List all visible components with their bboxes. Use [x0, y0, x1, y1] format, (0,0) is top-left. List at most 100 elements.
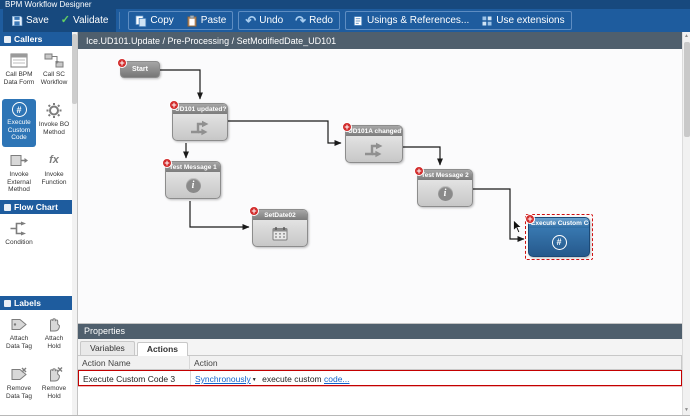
copy-button[interactable]: Copy [129, 13, 179, 29]
vertical-scrollbar[interactable]: ▲ ▼ [682, 32, 690, 415]
node-execute-custom-code[interactable]: + Execute Custom Co... # [528, 217, 590, 257]
sidebar-item-invoke-function[interactable]: fx Invoke Function [37, 149, 71, 197]
connector-testmessage1-setdate02 [190, 201, 249, 227]
item-label: Remove Data Tag [3, 385, 35, 400]
validate-label: Validate [73, 15, 108, 26]
window-title: BPM Workflow Designer [0, 0, 690, 9]
tab-actions[interactable]: Actions [137, 342, 188, 356]
item-label: Attach Hold [38, 335, 70, 350]
gear-icon [44, 102, 64, 119]
add-icon[interactable]: + [342, 122, 352, 132]
node-ud101-updated[interactable]: + UD101 updated? [172, 103, 228, 141]
save-button[interactable]: Save [5, 13, 55, 29]
sidebar-item-attach-data-tag[interactable]: Attach Data Tag [2, 313, 36, 361]
mouse-cursor-icon [512, 219, 523, 234]
validate-button[interactable]: ✓ Validate [55, 13, 115, 28]
action-row[interactable]: Execute Custom Code 3 Synchronously▼ exe… [78, 370, 682, 386]
column-header-action: Action [190, 356, 682, 370]
scrollbar-thumb[interactable] [684, 42, 690, 137]
toolbar-separator [119, 12, 120, 29]
connector-start-ud101updated [160, 70, 200, 99]
toolbar: Save ✓ Validate Copy Paste ↶ Undo [0, 9, 690, 32]
sidebar-item-invoke-bo-method[interactable]: Invoke BO Method [37, 99, 71, 147]
paste-button[interactable]: Paste [180, 13, 233, 29]
sidebar-item-invoke-external-method[interactable]: Invoke External Method [2, 149, 36, 197]
code-link[interactable]: code... [324, 374, 350, 384]
breadcrumb: Ice.UD101.Update / Pre-Processing / SetM… [78, 32, 682, 49]
node-setdate02[interactable]: + SetDate02 [252, 209, 308, 247]
add-icon[interactable]: + [117, 58, 127, 68]
section-header-flow-chart[interactable]: Flow Chart [0, 200, 77, 214]
sidebar-item-condition[interactable]: Condition [2, 217, 36, 265]
redo-button[interactable]: ↷ Redo [289, 13, 339, 28]
section-header-callers[interactable]: Callers [0, 32, 77, 46]
section-header-labels[interactable]: Labels [0, 296, 77, 310]
toolbar-left-group: Save ✓ Validate [3, 9, 116, 32]
external-method-icon [9, 152, 29, 169]
sidebar-item-execute-custom-code[interactable]: # Execute Custom Code [2, 99, 36, 147]
item-label: Invoke Function [38, 171, 70, 186]
validate-check-icon: ✓ [61, 15, 70, 26]
node-test-message-2[interactable]: + Test Message 2 i [417, 169, 473, 207]
action-text: execute custom [262, 374, 322, 384]
condition-icon [9, 220, 29, 237]
synchronously-dropdown[interactable]: Synchronously [195, 374, 251, 384]
item-label: Call SC Workflow [38, 71, 70, 86]
sidebar-item-call-bpm-data-form[interactable]: Call BPM Data Form [2, 49, 36, 97]
node-ud101a-changed[interactable]: + UD101A changed? [345, 125, 403, 163]
connector-ud101updated-ud101achanged [228, 121, 341, 143]
add-icon[interactable]: + [414, 166, 424, 176]
section-icon [4, 36, 11, 43]
add-icon[interactable]: + [169, 100, 179, 110]
hold-icon [44, 316, 64, 333]
item-label: Remove Hold [38, 385, 70, 400]
undo-button[interactable]: ↶ Undo [239, 13, 289, 28]
form-icon [9, 52, 29, 69]
chevron-down-icon: ▼ [252, 377, 257, 383]
sidebar-item-remove-hold[interactable]: Remove Hold [37, 363, 71, 411]
table-header-row: Action Name Action [78, 356, 682, 370]
workflow-icon [44, 52, 64, 69]
section-icon [4, 204, 11, 211]
node-title: UD101A changed? [346, 126, 402, 136]
node-start[interactable]: + Start [120, 61, 160, 78]
item-label: Attach Data Tag [3, 335, 35, 350]
sidebar-scrollbar[interactable] [72, 32, 77, 415]
tag-icon [9, 316, 29, 333]
node-title: Test Message 2 [418, 170, 472, 180]
node-title: SetDate02 [253, 210, 307, 220]
message-icon: i [438, 186, 453, 201]
sidebar-item-attach-hold[interactable]: Attach Hold [37, 313, 71, 361]
add-icon[interactable]: + [249, 206, 259, 216]
item-label: Execute Custom Code [3, 119, 35, 142]
item-label: Invoke BO Method [38, 121, 70, 136]
tab-variables[interactable]: Variables [80, 341, 135, 355]
undo-redo-group: ↶ Undo ↷ Redo [238, 11, 340, 30]
usings-label: Usings & References... [367, 15, 469, 26]
remove-hold-icon [44, 366, 64, 383]
action-cell: Synchronously▼ execute custom code... [191, 371, 681, 385]
node-title: Test Message 1 [166, 162, 220, 172]
condition-icon [363, 140, 385, 158]
references-group: Usings & References... Use extensions [345, 11, 572, 30]
scroll-up-icon[interactable]: ▲ [684, 32, 689, 41]
message-icon: i [186, 178, 201, 193]
sidebar-item-call-sc-workflow[interactable]: Call SC Workflow [37, 49, 71, 97]
use-extensions-button[interactable]: Use extensions [475, 13, 570, 29]
add-icon[interactable]: + [525, 214, 535, 224]
sidebar-item-remove-data-tag[interactable]: Remove Data Tag [2, 363, 36, 411]
usings-references-button[interactable]: Usings & References... [346, 13, 475, 29]
remove-tag-icon [9, 366, 29, 383]
copy-icon [135, 15, 147, 27]
toolbox-sidebar: Callers Call BPM Data Form Call SC Workf… [0, 32, 78, 415]
actions-table: Action Name Action Execute Custom Code 3… [78, 356, 682, 386]
node-test-message-1[interactable]: + Test Message 1 i [165, 161, 221, 199]
workflow-canvas[interactable]: + Start + UD101 updated? + Test Message … [78, 49, 682, 323]
column-header-action-name: Action Name [78, 356, 190, 370]
item-label: Invoke External Method [3, 171, 35, 194]
section-title: Callers [14, 34, 42, 44]
sidebar-scrollbar-thumb[interactable] [72, 34, 77, 104]
add-icon[interactable]: + [162, 158, 172, 168]
scroll-down-icon[interactable]: ▼ [684, 406, 689, 415]
